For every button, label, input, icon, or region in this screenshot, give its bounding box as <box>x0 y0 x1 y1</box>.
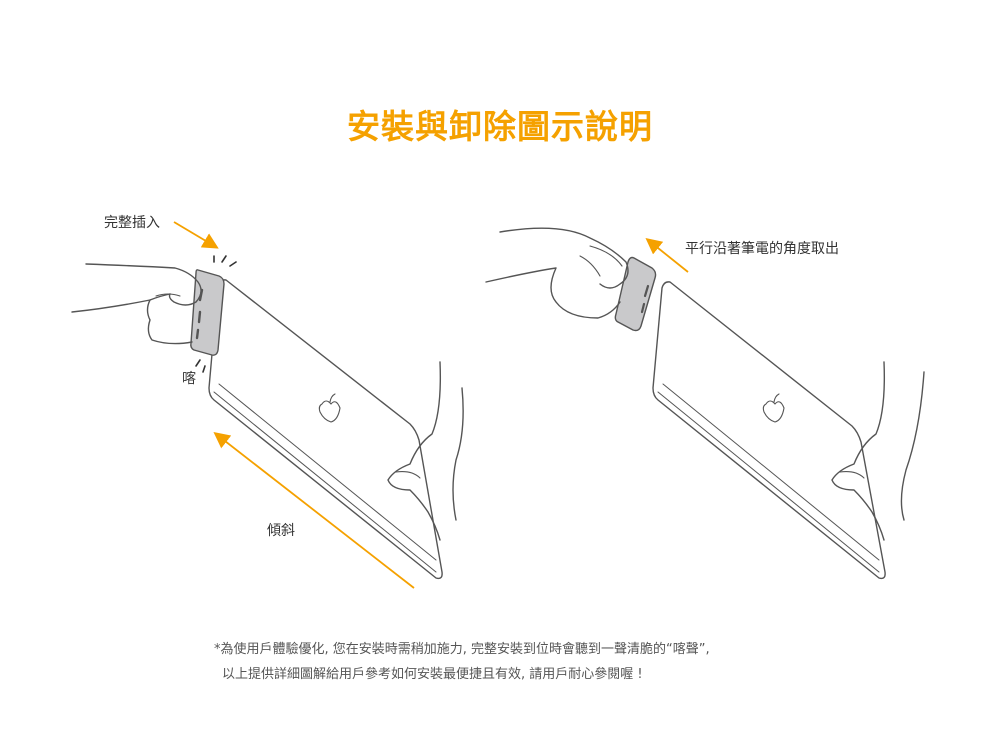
remove-arrow <box>645 237 689 273</box>
page-title: 安裝與卸除圖示說明 <box>347 107 653 146</box>
arrow-icon <box>645 237 689 273</box>
hand-left-upper <box>85 263 202 306</box>
click-label: 喀 <box>182 371 196 387</box>
insert-arrow <box>173 221 219 249</box>
dongle-right <box>614 256 657 332</box>
laptop-right <box>652 281 886 580</box>
arrow-icon <box>173 221 415 589</box>
tilt-label: 傾斜 <box>267 523 295 539</box>
tilt-arrow <box>213 432 415 589</box>
remove-angle-label: 平行沿著筆電的角度取出 <box>685 241 839 257</box>
footnote-line-2: 以上提供詳細圖解給用戶參考如何安裝最便捷且有效, 請用戶耐心參閱喔 ! <box>222 667 643 682</box>
apple-logo-icon <box>318 393 341 423</box>
hand-right-upper <box>499 227 629 289</box>
click-spark-icon <box>195 255 237 373</box>
remove-diagram <box>485 227 925 580</box>
hand-right-lower-2 <box>831 361 885 541</box>
insert-label: 完整插入 <box>104 215 160 231</box>
install-diagram <box>71 263 464 580</box>
apple-logo-icon <box>762 393 785 423</box>
hand-right-lower <box>387 361 441 541</box>
laptop-left <box>208 279 443 580</box>
footnote-line-1: *為使用戶體驗優化, 您在安裝時需稍加施力, 完整安裝到位時會聽到一聲清脆的“喀… <box>214 642 710 657</box>
dongle-left <box>190 269 225 356</box>
